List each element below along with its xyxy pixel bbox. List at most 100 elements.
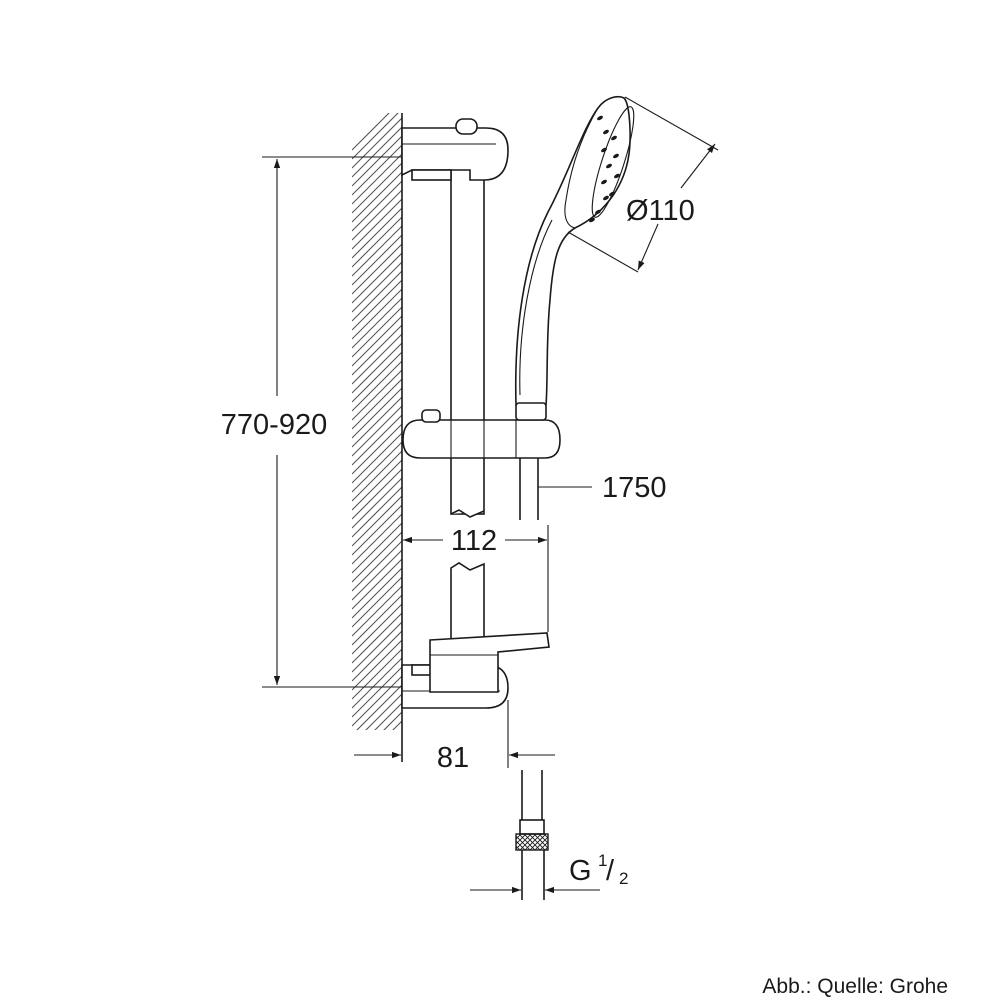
slider-width-label: 112 xyxy=(451,525,497,557)
hatch-line xyxy=(352,261,402,313)
hatch-line xyxy=(352,585,402,637)
hatch-line xyxy=(352,315,402,367)
hatch-line xyxy=(352,450,402,502)
head-diameter-label: Ø110 xyxy=(626,195,695,227)
hatch-line xyxy=(352,324,402,376)
hatch-line xyxy=(352,297,402,349)
hose-length-label: 1750 xyxy=(602,472,667,504)
hatch-line xyxy=(352,739,402,789)
hose-connector xyxy=(515,770,549,900)
hose-ferrule xyxy=(519,819,545,835)
hatch-line xyxy=(352,405,402,457)
hatch-line xyxy=(352,594,402,646)
wall-hatching xyxy=(352,113,402,834)
top-holder-screw-cap xyxy=(455,118,478,135)
hatch-line xyxy=(352,784,402,834)
hatch-line xyxy=(352,603,402,655)
hatch-line xyxy=(352,522,402,574)
spray-nozzle xyxy=(601,147,607,153)
slider-knob xyxy=(421,409,441,423)
hatch-line xyxy=(352,207,402,259)
hatch-line xyxy=(352,612,402,664)
hatch-line xyxy=(352,378,402,430)
hatch-line xyxy=(356,684,402,730)
hatch-line xyxy=(352,126,402,178)
hatch-line xyxy=(352,495,402,547)
slider xyxy=(402,409,561,459)
top-holder-body xyxy=(401,127,509,181)
spray-nozzle xyxy=(601,179,607,185)
dim-slider-width: 112 xyxy=(403,525,549,632)
head-dim-line-upper xyxy=(680,143,716,189)
spray-nozzle xyxy=(614,173,620,179)
spray-nozzle xyxy=(595,209,601,215)
rail-upper-segment xyxy=(450,167,485,422)
wall-distance-label: 81 xyxy=(437,742,469,774)
hatch-line xyxy=(352,216,402,268)
spray-nozzle xyxy=(603,195,609,201)
hatch-line xyxy=(352,144,402,196)
hatch-line xyxy=(352,558,402,610)
top-wall-holder xyxy=(401,118,509,181)
hatch-line xyxy=(352,513,402,565)
hand-shower xyxy=(514,95,635,421)
hatch-line xyxy=(383,711,402,730)
spray-nozzle xyxy=(613,153,619,159)
hatch-line xyxy=(352,423,402,475)
image-source-caption: Abb.: Quelle: Grohe xyxy=(762,975,948,998)
hatch-line xyxy=(352,369,402,421)
hatch-line xyxy=(352,243,402,295)
dim-head-diameter: Ø110 xyxy=(567,96,719,273)
hatch-line xyxy=(352,198,402,250)
hatch-line xyxy=(352,639,402,691)
hatch-line xyxy=(352,459,402,511)
rail-bar xyxy=(450,167,485,641)
dim-wall-distance: 81 xyxy=(354,700,555,774)
thread-fraction-slash: / xyxy=(606,855,615,887)
thread-fraction-numerator: 1 xyxy=(598,851,607,870)
head-ext-top xyxy=(624,96,719,151)
rail-break-top xyxy=(450,509,485,518)
hatch-line xyxy=(392,720,402,730)
hatch-line xyxy=(352,648,402,700)
dim-thread: G 1 / 2 xyxy=(470,851,628,894)
hatch-line xyxy=(352,666,402,718)
hatch-line xyxy=(352,270,402,322)
hatch-line xyxy=(352,630,402,682)
thread-fraction-denominator: 2 xyxy=(619,869,628,888)
hatch-line xyxy=(352,180,402,232)
hatch-line xyxy=(352,567,402,619)
thread-nut-knurled xyxy=(515,833,549,851)
hatch-line xyxy=(352,432,402,484)
hand-shower-body xyxy=(514,95,631,406)
hatch-line xyxy=(374,702,402,730)
hatch-line xyxy=(352,766,402,816)
hatch-line xyxy=(352,225,402,277)
wall xyxy=(352,113,403,834)
spray-nozzle xyxy=(609,191,615,197)
spray-nozzle xyxy=(597,115,603,121)
hatch-line xyxy=(352,351,402,403)
hatch-line xyxy=(352,306,402,358)
spray-nozzles xyxy=(589,115,620,223)
hatch-line xyxy=(352,234,402,286)
spray-nozzle xyxy=(606,163,612,169)
rail-height-label: 770-920 xyxy=(221,409,327,441)
bottom-wall-holder xyxy=(401,632,550,709)
head-ext-bottom xyxy=(567,231,639,273)
hatch-line xyxy=(352,252,402,304)
rail-lower-segment xyxy=(450,562,485,641)
hatch-line xyxy=(352,540,402,592)
hatch-line xyxy=(352,675,402,727)
hatch-line xyxy=(352,468,402,520)
spray-nozzle xyxy=(589,217,595,223)
handle-highlight xyxy=(519,219,553,396)
hatch-line xyxy=(352,360,402,412)
hatch-line xyxy=(352,153,402,205)
hatch-line xyxy=(352,775,402,825)
hatch-line xyxy=(352,549,402,601)
hatch-line xyxy=(352,657,402,709)
soap-tray xyxy=(429,632,550,693)
dim-rail-height: 770-920 xyxy=(221,156,402,688)
